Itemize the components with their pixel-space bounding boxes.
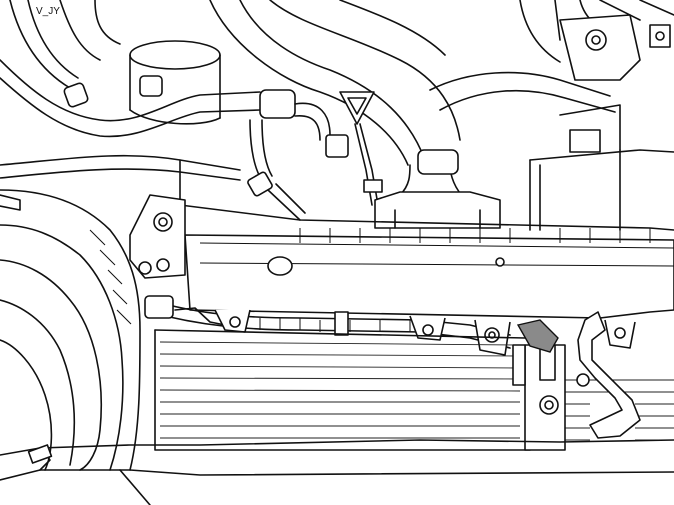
front-tire	[0, 189, 141, 471]
upper-hoses	[0, 0, 674, 181]
corner-label: V_JY	[36, 6, 60, 17]
engine-cover	[179, 104, 674, 231]
upper-radiator-hose	[374, 149, 501, 229]
tank-flange	[214, 309, 636, 356]
hose-clamp-left	[63, 75, 163, 108]
fuel-connector	[259, 89, 349, 158]
tank-ribs	[299, 228, 651, 243]
highlighted-clip	[516, 319, 559, 353]
vacuum-hose	[247, 119, 306, 221]
reservoir-cylinder	[129, 40, 221, 125]
mounting-bracket	[129, 194, 186, 279]
dipstick	[339, 91, 383, 206]
front-bumper	[0, 439, 674, 505]
radiator-top-tank	[184, 228, 674, 319]
hook-bracket	[576, 311, 641, 439]
radiator-support-bracket	[512, 344, 566, 451]
top-right-mount	[559, 14, 671, 81]
